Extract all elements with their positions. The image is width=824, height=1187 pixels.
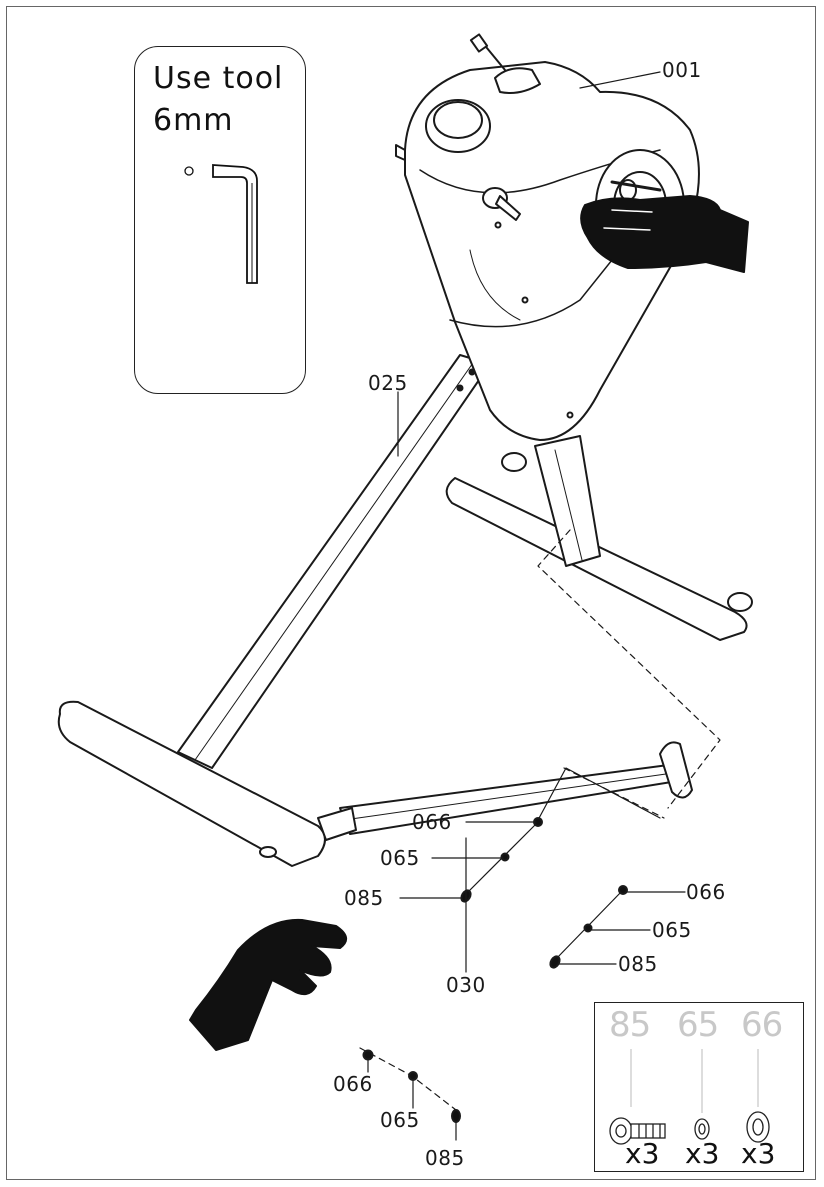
hardware-number-spring-washer: 65 [677,1005,719,1045]
tool-note-box: Use tool 6mm [134,46,306,394]
rear-tube [177,354,491,769]
hardware-qty-flat-washer: x3 [741,1137,776,1170]
label-spring-washer-lower: 065 [380,1108,420,1132]
label-bolt-lower: 085 [425,1146,465,1170]
label-spring-washer-upper-left: 065 [380,846,420,870]
tool-note-line2: 6mm [153,103,234,138]
leader-lines [367,71,686,1141]
flat-washer-icon [746,1049,770,1143]
label-rear-tube: 025 [368,371,408,395]
hardware-number-flat-washer: 66 [741,1005,783,1045]
label-washer-right: 066 [686,880,726,904]
hardware-icons [609,1049,770,1145]
rear-stabilizer-foot [57,700,326,867]
lower-hardware [362,1049,461,1123]
label-bolt-upper-left: 085 [344,886,384,910]
upper-left-hardware-guide [537,767,661,821]
front-tube [317,741,693,841]
spring-washer-icon [694,1049,710,1140]
bolt-icon [609,1049,666,1145]
right-hardware [549,885,628,969]
upright-post [534,435,601,567]
label-spring-washer-right: 065 [652,918,692,942]
label-washer-upper-left: 066 [412,810,452,834]
hand-icon-bottom [189,918,347,1051]
hardware-qty-spring-washer: x3 [685,1137,720,1170]
tool-note-line1: Use tool [153,61,284,96]
upper-left-hardware [460,817,543,903]
hand-icon-top [580,195,749,273]
hardware-box: 85 65 66 [594,1002,804,1172]
allen-key-icon [184,164,258,284]
label-bolt-right: 085 [618,952,658,976]
label-washer-lower: 066 [333,1072,373,1096]
label-front-tube: 030 [446,973,486,997]
label-main-frame: 001 [662,58,702,82]
page-border [6,6,816,1180]
front-stabilizer-foot [445,452,753,641]
hardware-number-bolt: 85 [609,1005,651,1045]
hardware-qty-bolt: x3 [625,1137,660,1170]
